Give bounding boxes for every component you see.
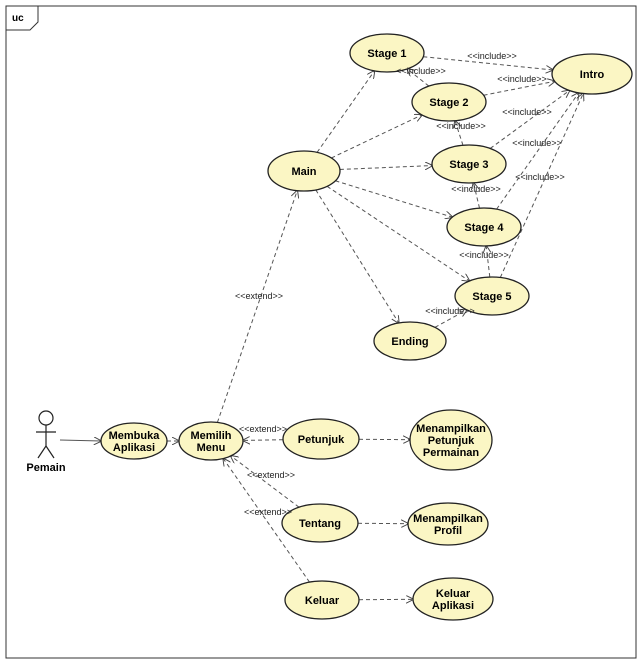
usecase-ellipse (407, 502, 489, 546)
usecase-ellipse (411, 82, 487, 122)
usecase-ellipse (267, 150, 341, 192)
edge-include-stage5-stage4 (486, 246, 490, 278)
association-pemain-membuka (59, 440, 101, 441)
usecase-ellipse (431, 144, 507, 184)
stereotype-label-include: <<include>> (467, 51, 517, 61)
usecase-label: Aplikasi (113, 442, 155, 454)
usecase-label: Main (291, 166, 316, 178)
stereotype-label-include: <<include>> (396, 66, 446, 76)
usecase-keluar[interactable]: Keluar (284, 580, 360, 620)
edge-extend-tentang (231, 456, 300, 508)
edge-include-stage2-intro (483, 81, 555, 96)
usecase-stage3[interactable]: Stage 3 (431, 144, 507, 184)
usecase-ellipse (551, 53, 633, 95)
usecase-ending[interactable]: Ending (373, 321, 447, 361)
edge-main-stage3 (339, 166, 432, 170)
usecase-ellipse (446, 207, 522, 247)
edge-include-stage4-intro (496, 93, 579, 210)
usecase-label: Stage 1 (367, 48, 406, 60)
stereotype-label-include: <<include>> (436, 121, 486, 131)
frame-label: uc (12, 13, 24, 24)
actor-pemain[interactable]: Pemain (26, 410, 66, 474)
usecase-ellipse (454, 276, 530, 316)
stereotype-label-include: <<include>> (512, 138, 562, 148)
usecase-ellipse (409, 409, 493, 471)
stereotype-label-include: <<include>> (515, 172, 565, 182)
usecase-ellipse (412, 577, 494, 621)
edge-main-stage2 (331, 115, 422, 159)
usecase-tentang[interactable]: Tentang (281, 503, 359, 543)
usecase-label: Memilih (191, 430, 232, 442)
stereotype-label-include: <<include>> (502, 107, 552, 117)
actor-label: Pemain (26, 462, 65, 474)
stereotype-label-include: <<include>> (497, 74, 547, 84)
usecase-intro[interactable]: Intro (551, 53, 633, 95)
usecase-label: Stage 2 (429, 97, 468, 109)
usecase-label: Menu (197, 442, 226, 454)
usecase-ellipse (284, 580, 360, 620)
system-frame: uc (5, 5, 637, 659)
actor-leg-left (37, 445, 47, 459)
usecase-label: Stage 4 (464, 222, 504, 234)
edge-include-stage5-intro (499, 94, 583, 278)
usecase-label: Stage 5 (472, 291, 511, 303)
usecase-label: Petunjuk (428, 435, 475, 447)
usecase-stage4[interactable]: Stage 4 (446, 207, 522, 247)
usecase-stage1[interactable]: Stage 1 (349, 33, 425, 73)
usecase-petunjuk[interactable]: Petunjuk (282, 418, 360, 460)
stereotype-label-include: <<include>> (451, 184, 501, 194)
usecase-ellipse (349, 33, 425, 73)
stereotype-label-extend: <<extend>> (244, 507, 292, 517)
actor-head (38, 410, 54, 426)
edge-extend-main (216, 191, 297, 423)
stereotype-label-extend: <<extend>> (235, 291, 283, 301)
edge-main-stage5 (326, 185, 469, 281)
actor-leg-right (45, 445, 55, 459)
stereotype-label-include: <<include>> (425, 306, 475, 316)
connectors (59, 56, 583, 600)
stereotype-labels: <<extend>> <<include>> <<include>> <<includ… (235, 51, 565, 517)
usecase-stage2[interactable]: Stage 2 (411, 82, 487, 122)
usecase-label: Permainan (423, 447, 480, 459)
usecase-label: Tentang (299, 518, 341, 530)
stereotype-label-extend: <<extend>> (247, 470, 295, 480)
usecase-ellipse (282, 418, 360, 460)
usecase-stage5[interactable]: Stage 5 (454, 276, 530, 316)
usecase-label: Membuka (109, 430, 161, 442)
edge-include-stage1-intro (423, 56, 553, 70)
usecase-label: Keluar (436, 588, 471, 600)
edge-include-ending-stage5 (434, 310, 467, 328)
usecase-label: Menampilkan (413, 513, 483, 525)
edge-include-stage3-stage2 (455, 121, 464, 146)
edge-include-stage4-stage3 (473, 183, 480, 209)
usecase-label: Petunjuk (298, 434, 345, 446)
usecase-ellipse (178, 421, 244, 461)
usecase-ellipse (281, 503, 359, 543)
usecase-label: Profil (434, 525, 462, 537)
edge-main-stage1 (316, 71, 374, 153)
usecase-label: Stage 3 (449, 159, 488, 171)
usecase-label: Aplikasi (432, 600, 474, 612)
usecase-label: Keluar (305, 595, 340, 607)
edge-include-stage3-intro (489, 91, 569, 149)
usecase-ellipse (373, 321, 447, 361)
usecase-label: Menampilkan (416, 423, 486, 435)
usecase-ellipse (100, 422, 168, 460)
edge-include-stage2-stage1 (407, 69, 430, 87)
usecase-main[interactable]: Main (267, 150, 341, 192)
stereotype-label-include: <<include>> (459, 250, 509, 260)
stereotype-label-extend: <<extend>> (239, 424, 287, 434)
edge-main-ending (315, 189, 399, 323)
usecase-label: Ending (391, 336, 428, 348)
usecase-label: Intro (580, 69, 605, 81)
